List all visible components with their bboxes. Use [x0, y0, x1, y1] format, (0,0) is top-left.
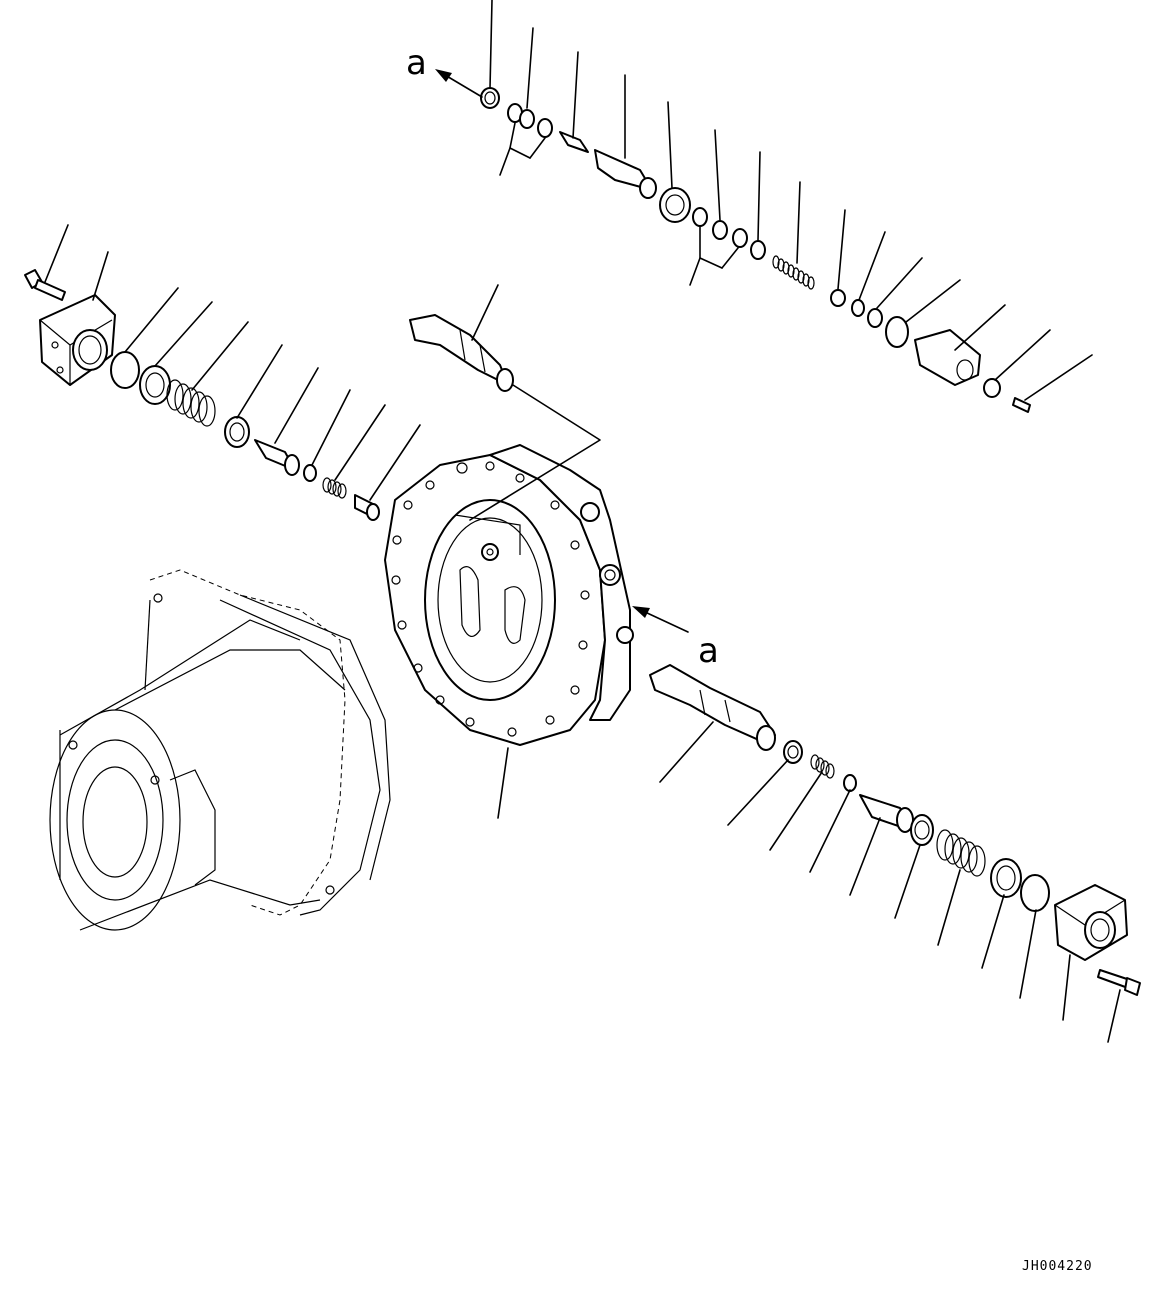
motor-cover-casting: [384, 444, 634, 746]
relief-valve-spool: [409, 314, 514, 392]
left-valve-assembly: [24, 269, 380, 521]
view-arrow-label-top: a: [406, 43, 427, 83]
view-arrow-label-right: a: [698, 631, 719, 671]
drawing-code: JH004220: [1022, 1259, 1093, 1274]
top-valve-assembly: [480, 87, 1031, 413]
leader-lines: [44, 0, 1121, 1043]
right-valve-assembly: [649, 664, 1141, 996]
final-drive-housing: [49, 569, 391, 931]
